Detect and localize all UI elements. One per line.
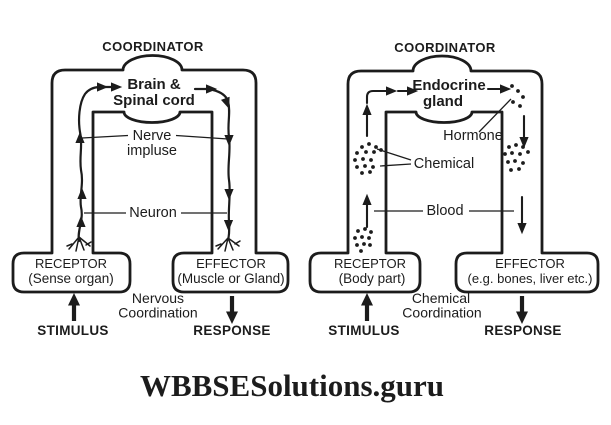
- arrow-down-icon: [517, 223, 527, 235]
- nervous-caption-line1: Nervous: [132, 290, 184, 306]
- effector-subtitle: (e.g. bones, liver etc.): [468, 271, 593, 286]
- arrow-up-icon: [68, 293, 80, 306]
- arrow-down-icon: [224, 189, 234, 201]
- nerve-impulse-leader-line: [81, 134, 229, 140]
- afferent-neuron-path: [66, 82, 123, 252]
- watermark-text: WBBSESolutions.guru: [140, 368, 444, 403]
- chemical-coordinator-label: COORDINATOR: [394, 40, 496, 55]
- dendrite-tuft: [66, 236, 92, 252]
- chemical-caption-line1: Chemical: [412, 290, 470, 306]
- hormone-label: Hormone: [443, 128, 503, 144]
- response-label: RESPONSE: [484, 323, 561, 338]
- chemical-leader-lines: [376, 148, 412, 167]
- arrow-up-icon: [75, 131, 85, 143]
- nerve-impulse-label-line1: Nerve: [133, 128, 172, 144]
- effector-title: EFFECTOR: [196, 256, 266, 271]
- nerve-impulse-label-line2: impluse: [127, 143, 177, 159]
- arrow-right-icon: [407, 86, 419, 96]
- arrow-right-icon: [97, 82, 109, 92]
- arrow-right-icon: [500, 84, 512, 94]
- nervous-coordination-diagram: COORDINATOR Brain & Sp: [11, 39, 290, 338]
- arrow-up-icon: [77, 187, 87, 199]
- descending-arrows: [486, 84, 529, 235]
- nervous-outline: [11, 54, 290, 294]
- hormone-dots-right: [503, 143, 530, 172]
- stimulus-label: STIMULUS: [37, 323, 108, 338]
- stimulus-arrow: [68, 293, 80, 321]
- stimulus-arrow: [361, 293, 373, 321]
- arrow-up-icon: [361, 293, 373, 306]
- nervous-coordinator-label: COORDINATOR: [102, 39, 204, 54]
- neuron-label: Neuron: [129, 205, 177, 221]
- effector-subtitle: (Muscle or Gland): [177, 271, 284, 286]
- receptor-subtitle: (Body part): [339, 271, 406, 286]
- arrow-down-icon: [516, 311, 528, 324]
- response-label: RESPONSE: [193, 323, 270, 338]
- hormone-dots-receptor: [353, 227, 373, 253]
- hormone-dots-trail: [510, 84, 525, 108]
- arrow-down-icon: [223, 220, 234, 232]
- arrow-right-icon: [206, 84, 218, 94]
- response-arrow: [516, 296, 528, 324]
- arrow-up-icon: [362, 103, 372, 115]
- effector-title: EFFECTOR: [495, 256, 565, 271]
- brain-spinal-cord-label-line2: Spinal cord: [113, 92, 195, 109]
- receptor-title: RECEPTOR: [334, 256, 406, 271]
- receptor-title: RECEPTOR: [35, 256, 107, 271]
- arrow-right-icon: [386, 86, 398, 96]
- ascending-arrows: [362, 86, 419, 229]
- arrow-down-icon: [224, 135, 234, 147]
- arrow-right-icon: [111, 82, 123, 92]
- stimulus-label: STIMULUS: [328, 323, 399, 338]
- blood-label: Blood: [426, 203, 463, 219]
- arrow-down-icon: [226, 311, 238, 324]
- arrow-up-icon: [76, 215, 86, 227]
- endocrine-gland-label-line2: gland: [423, 93, 463, 110]
- efferent-neuron-path: [193, 84, 241, 252]
- arrow-down-icon: [519, 137, 529, 149]
- receptor-subtitle: (Sense organ): [28, 271, 114, 286]
- chemical-coordination-diagram: COORDINATOR: [308, 40, 600, 338]
- chemical-outline: [308, 54, 600, 294]
- endocrine-gland-label-line1: Endocrine: [412, 77, 485, 94]
- brain-spinal-cord-label-line1: Brain &: [127, 76, 181, 93]
- arrow-up-icon: [362, 193, 372, 205]
- arrow-down-icon: [220, 96, 230, 109]
- chemical-caption-line2: Coordination: [402, 305, 481, 321]
- hormone-leader-line: [478, 98, 512, 133]
- response-arrow: [226, 296, 238, 324]
- dendrite-tuft: [215, 237, 241, 252]
- nervous-caption-line2: Coordination: [118, 305, 197, 321]
- hormone-dots-left: [353, 142, 383, 175]
- chemical-label: Chemical: [414, 156, 474, 172]
